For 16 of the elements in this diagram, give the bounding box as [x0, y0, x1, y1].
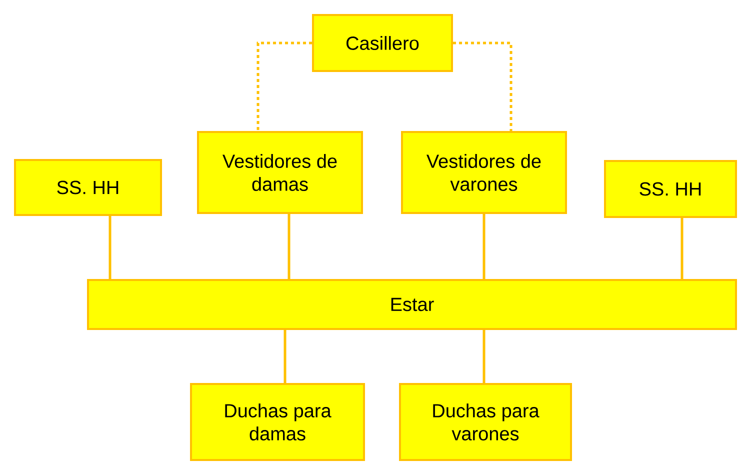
room-box: Duchas para varones	[399, 383, 572, 461]
connector-line	[482, 330, 486, 383]
room-box: Estar	[87, 279, 737, 330]
connector-line	[256, 42, 312, 131]
room-box: Vestidores de damas	[197, 131, 363, 214]
room-box: Vestidores de varones	[401, 131, 567, 214]
connector-line	[680, 218, 684, 279]
connector-line	[108, 216, 112, 279]
connector-line	[482, 214, 486, 279]
connector-line	[284, 330, 286, 383]
room-box: SS. HH	[604, 160, 737, 218]
room-box: Duchas para damas	[190, 383, 365, 461]
room-box: Casillero	[312, 14, 453, 72]
connector-line	[453, 42, 512, 131]
connector-line	[288, 214, 290, 279]
room-box: SS. HH	[14, 159, 162, 216]
